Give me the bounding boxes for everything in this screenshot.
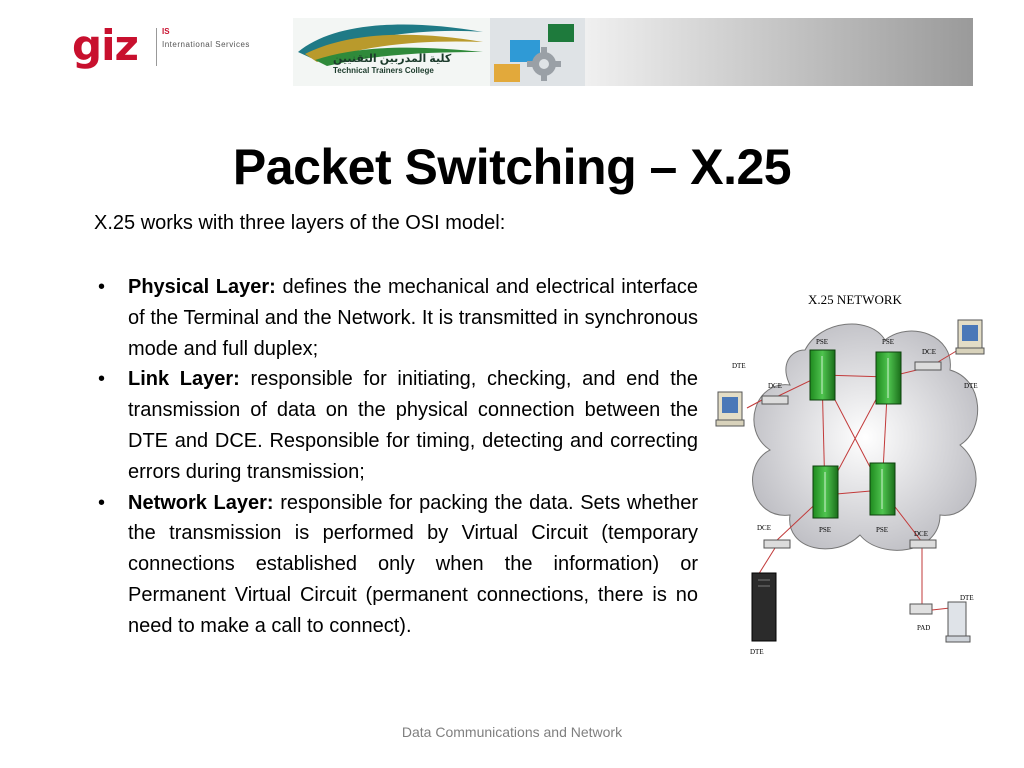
pse-switch-bottom-right: PSE — [869, 462, 896, 534]
dce-label: DCE — [922, 348, 936, 356]
pad-device-icon: PAD — [909, 603, 933, 632]
gear-logo — [490, 18, 585, 86]
dte-terminal-bottom-right-icon: DTE — [931, 594, 974, 643]
bullet-network-layer: • Network Layer: responsible for packing … — [94, 488, 698, 642]
slide-footer: Data Communications and Network — [401, 724, 623, 740]
bullet-text: responsible for initiating, checking, an… — [128, 368, 698, 483]
giz-logo-services: International Services — [162, 40, 250, 49]
dte-left-computer-icon: DTE — [715, 362, 746, 427]
bullet-term: Network Layer: — [128, 491, 274, 514]
dce-label: DCE — [768, 382, 782, 390]
dte-label: DTE — [960, 594, 974, 602]
giz-logo-divider — [156, 28, 157, 66]
bullet-link-layer: • Link Layer: responsible for initiating,… — [94, 364, 698, 487]
pse-label: PSE — [816, 338, 828, 346]
pse-switch-top-right: PSE — [875, 338, 902, 405]
pse-label: PSE — [882, 338, 894, 346]
slide-title: Packet Switching – X.25 — [232, 139, 792, 195]
bullet-physical-layer: • Physical Layer: defines the mechanical … — [94, 272, 698, 364]
slide-header: giz IS International Services كلية المدر… — [0, 0, 1024, 100]
college-logo-english: Technical Trainers College — [333, 66, 434, 75]
diagram-title: X.25 NETWORK — [808, 292, 902, 307]
pse-switch-top-left: PSE — [809, 338, 836, 401]
pse-switch-bottom-left: PSE — [812, 465, 839, 534]
dte-label: DTE — [750, 648, 764, 656]
college-logo-swoosh-icon — [298, 24, 483, 66]
bullet-term: Link Layer: — [128, 368, 240, 391]
bullet-icon: • — [98, 491, 106, 514]
giz-logo-word: giz — [72, 21, 139, 70]
dce-label: DCE — [914, 530, 928, 538]
dce-left: DCE — [761, 382, 789, 405]
dte-label: DTE — [732, 362, 746, 370]
dte-label: DTE — [964, 382, 978, 390]
college-logo-arabic: كلية المدربين التقنيين — [333, 53, 452, 65]
college-logo: كلية المدربين التقنيين Technical Trainer… — [293, 18, 490, 86]
header-gradient-bar — [585, 18, 973, 86]
bullet-term: Physical Layer: — [128, 276, 276, 298]
dce-bottom-right: DCE — [909, 530, 937, 549]
gear-icon — [494, 24, 574, 82]
pad-label: PAD — [917, 624, 930, 632]
dce-label: DCE — [757, 524, 771, 532]
bullet-text: responsible for packing the data. Sets w… — [128, 491, 698, 637]
giz-logo-is: IS — [162, 27, 170, 36]
layer-bullet-list: • Physical Layer: defines the mechanical … — [94, 272, 698, 642]
dce-top-right: DCE — [914, 348, 942, 371]
dte-top-right-computer-icon: DTE — [955, 319, 985, 390]
dce-bottom-left: DCE — [757, 524, 791, 549]
dte-server-tower-icon: DTE — [750, 572, 777, 656]
bullet-icon: • — [98, 368, 106, 391]
bullet-icon: • — [98, 276, 106, 298]
x25-network-diagram: X.25 NETWORK PSE PSE PSE PSE — [715, 292, 985, 656]
bullet-text: defines the mechanical and electrical in… — [128, 276, 699, 360]
pse-label: PSE — [819, 526, 831, 534]
intro-text: X.25 works with three layers of the OSI … — [94, 212, 506, 234]
pse-label: PSE — [876, 526, 888, 534]
